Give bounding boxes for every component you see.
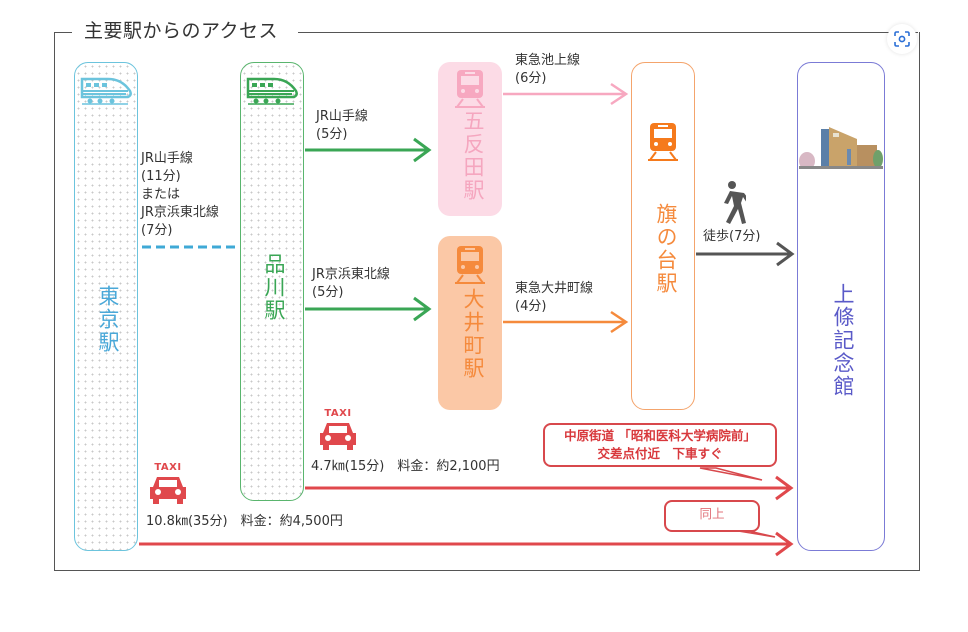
station-name-shinagawa: 品川駅 [262,253,286,322]
route-label-shinagawa-gotanda: JR山手線 (5分) [316,108,368,144]
frame-border [54,32,72,33]
route-or: または [141,187,181,202]
route-line-name: JR山手線 [316,109,368,124]
route-label-gotanda-hatanodai: 東急池上線 (6分) [515,52,580,88]
callout-taxi-dropoff: 中原街道 「昭和医科大学病院前」 交差点付近 下車すぐ [543,423,777,467]
route-time: (5分) [316,127,348,142]
taxi-label: TAXI [154,462,182,473]
station-shinagawa: 品川駅 [240,62,304,501]
route-time: (5分) [312,285,344,300]
walk-label: 徒歩(7分) [703,229,761,244]
scan-icon [894,31,910,47]
taxi-label: TAXI [324,408,352,419]
station-oimachi: 大井町駅 [438,236,502,410]
route-arrow-shinagawa-oimachi [305,296,432,322]
route-label-tokyo-shinagawa: JR山手線 (11分) または JR京浜東北線 (7分) [141,150,219,240]
scan-button[interactable] [887,24,917,54]
frame-border [298,32,918,33]
callout-line: 中原街道 「昭和医科大学病院前」 [564,428,756,443]
route-arrow-gotanda-hatanodai [503,82,629,106]
station-name-gotanda: 五反田駅 [461,110,485,202]
destination-jojo-kinenkan: 上條記念館 [797,62,885,551]
diagram-title: 主要駅からのアクセス [84,20,279,42]
diagram-frame [54,32,920,571]
taxi-info-shinagawa: 4.7㎞(15分) 料金：約2,100円 [311,459,500,474]
route-time: (7分) [141,223,173,238]
route-line-name: JR京浜東北線 [312,267,390,282]
train-icon [455,246,485,284]
taxi-info-tokyo: 10.8㎞(35分) 料金：約4,500円 [146,514,343,529]
pedestrian-icon [724,181,746,224]
station-name-tokyo: 東京駅 [96,285,120,354]
route-arrow-shinagawa-gotanda [305,137,432,163]
callout-tail [699,467,763,481]
shinkansen-icon [80,77,132,105]
station-hatanodai: 旗の台駅 [631,62,695,410]
station-name-oimachi: 大井町駅 [461,288,485,380]
route-arrow-oimachi-hatanodai [503,310,629,334]
callout-line: 交差点付近 下車すぐ [597,446,723,461]
taxi-icon [320,423,356,450]
route-arrow-taxi-tokyo [139,531,794,557]
destination-name: 上條記念館 [831,283,855,398]
route-time: (11分) [141,169,181,184]
station-name-hatanodai: 旗の台駅 [654,203,678,295]
station-gotanda: 五反田駅 [438,62,502,216]
route-label-oimachi-hatanodai: 東急大井町線 (4分) [515,280,593,316]
route-line-name: JR山手線 [141,151,193,166]
shinkansen-icon [246,77,298,105]
train-icon [455,70,485,108]
route-label-shinagawa-oimachi: JR京浜東北線 (5分) [312,266,390,302]
route-arrow-taxi-shinagawa [305,475,794,501]
route-arrow-walk [696,241,795,267]
route-line-name: 東急大井町線 [515,281,594,296]
route-time: (4分) [515,299,547,314]
station-tokyo: 東京駅 [74,62,138,551]
taxi-icon-tokyo: TAXI [148,462,188,509]
building-photo [799,127,883,169]
train-icon [648,123,678,161]
route-time: (6分) [515,71,547,86]
route-line-name: 東急池上線 [515,53,581,68]
callout-same-as-above: 同上 [664,500,760,532]
taxi-icon [150,477,186,504]
taxi-icon-shinagawa: TAXI [318,408,358,455]
route-line-name: JR京浜東北線 [141,205,219,220]
